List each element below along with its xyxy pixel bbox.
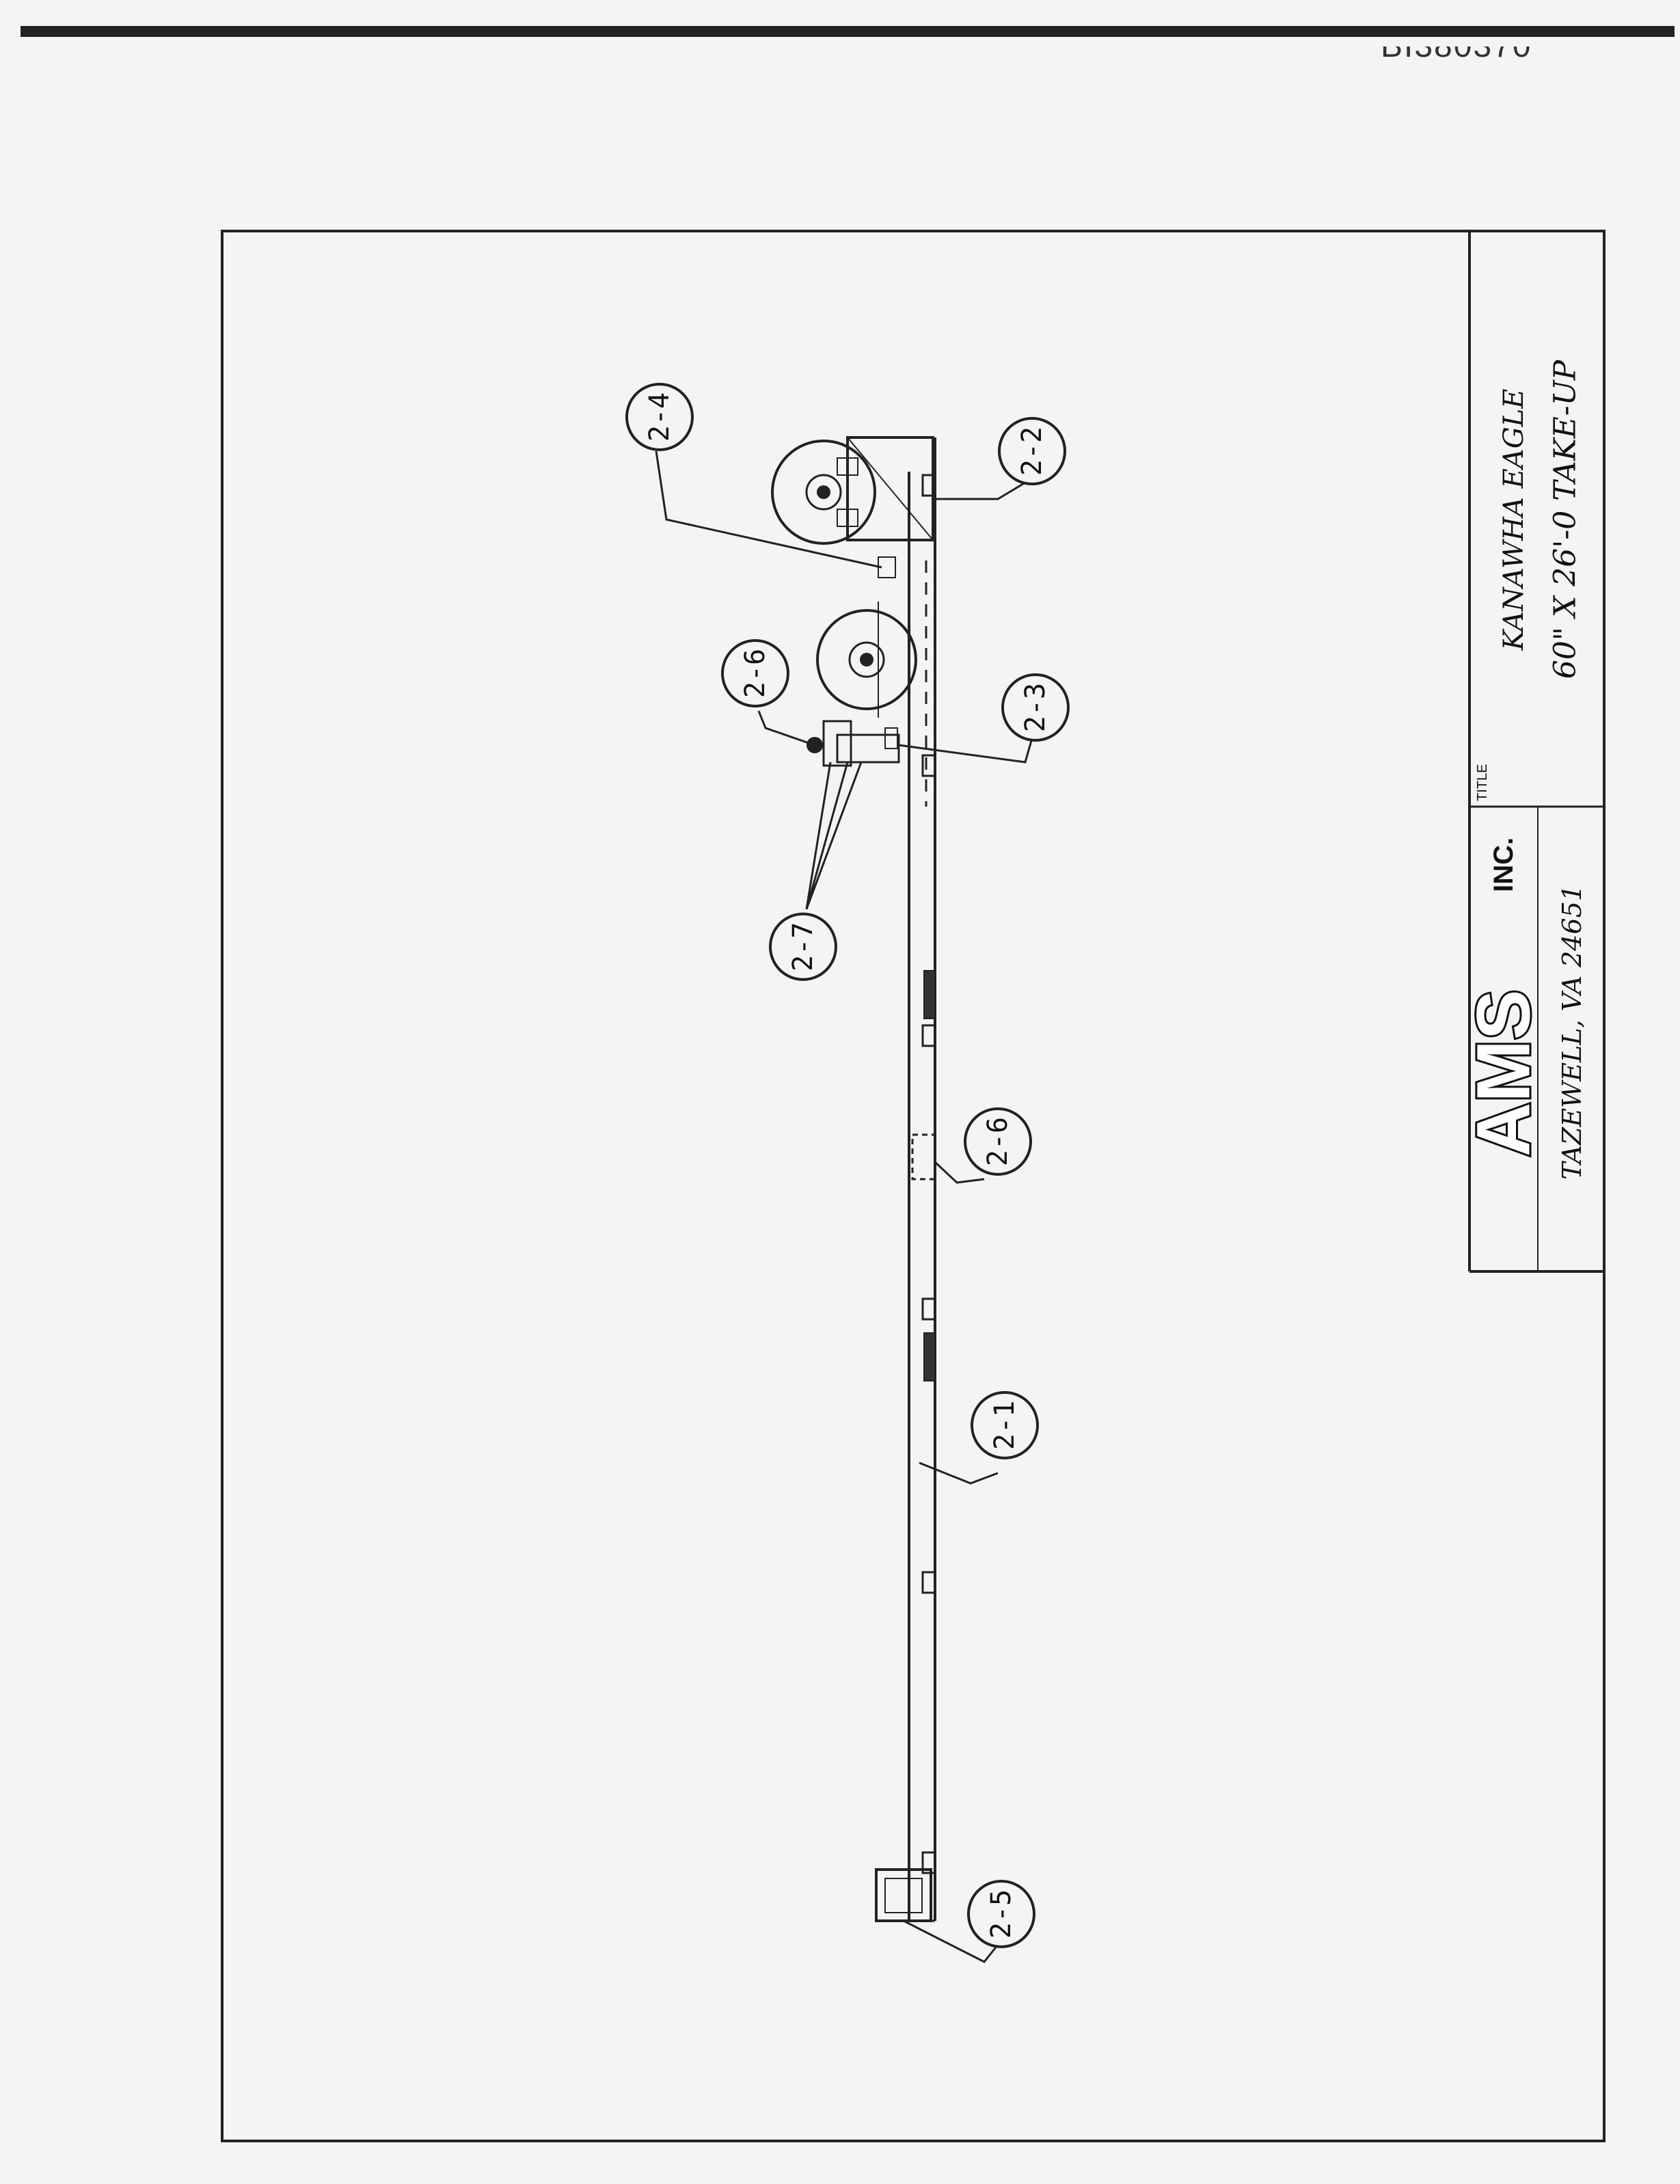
callout-label: 2-2 [1016, 427, 1048, 476]
callout-label: 2-4 [644, 392, 675, 442]
document-number: BI380370 [1381, 28, 1532, 64]
callout-2-5: 2-5 [967, 1880, 1035, 1948]
snub-pulley [816, 602, 917, 718]
callout-label: 2-5 [986, 1889, 1017, 1939]
callout-2-3: 2-3 [1001, 673, 1070, 742]
callout-label: 2-6 [982, 1117, 1014, 1166]
title-block [1468, 231, 1604, 1273]
leader-lines [655, 450, 1033, 1963]
callout-label: 2-7 [787, 922, 819, 971]
callout-2-6-mid: 2-6 [964, 1107, 1032, 1176]
title-label: TITLE [1475, 764, 1490, 801]
company-suffix: INC. [1489, 837, 1519, 892]
head-pulley-assembly [771, 436, 934, 578]
title-line-1: KANAWHA EAGLE [1498, 389, 1530, 651]
callout-label: 2-3 [1020, 683, 1051, 732]
title-line-2: 60" X 26'-0 TAKE-UP [1548, 359, 1583, 679]
callout-2-1: 2-1 [971, 1391, 1039, 1459]
callout-label: 2-1 [989, 1401, 1020, 1450]
callout-2-7: 2-7 [769, 913, 837, 981]
drawing-border [221, 230, 1606, 2142]
callout-2-6-top: 2-6 [721, 639, 789, 707]
callout-2-4: 2-4 [625, 383, 694, 451]
callout-2-2: 2-2 [998, 417, 1066, 485]
scan-top-edge [21, 26, 1675, 37]
conveyor-frame [908, 437, 936, 1922]
company-logo: AMS [1462, 990, 1546, 1157]
company-address: TAZEWELL, VA 24651 [1557, 885, 1587, 1180]
callout-label: 2-6 [740, 649, 771, 698]
takeup-bracket [807, 720, 900, 767]
tail-box [875, 1868, 932, 1922]
